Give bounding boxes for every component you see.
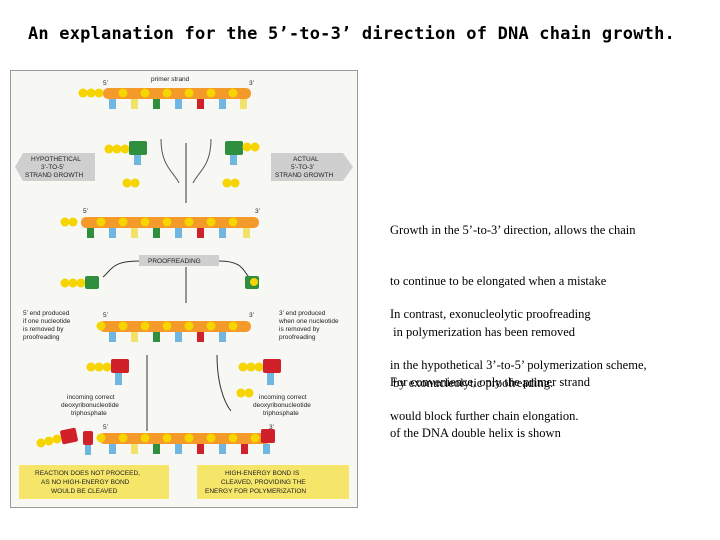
curved-arrow-right-2: [216, 354, 232, 412]
primer-strand-label: primer strand: [151, 76, 190, 83]
phosphate-group: [78, 88, 238, 98]
removed-nucleotides: [60, 276, 259, 289]
curved-arrow-right: [192, 138, 212, 184]
paragraph-line: Growth in the 5’-to-3’ direction, allows…: [390, 223, 636, 237]
paragraph-forward-growth: Growth in the 5’-to-3’ direction, allows…: [390, 188, 636, 409]
actual-label-2: 5’-TO-3’: [291, 164, 315, 171]
primer-strand-middle: 5’ 3’: [60, 208, 261, 238]
three-prime-label-4: 3’: [269, 424, 275, 431]
paragraph-line: In contrast, exonucleolytic proofreading: [390, 307, 591, 321]
blocked-nucleotide: [36, 427, 93, 455]
proofreading-banner: PROOFREADING: [139, 255, 219, 266]
paragraph-line: would block further chain elongation.: [390, 409, 579, 423]
actual-arrow: ACTUAL 5’-TO-3’ STRAND GROWTH: [271, 153, 353, 181]
incoming-left-line: deoxyribonucleotide: [61, 402, 119, 409]
right-note: 3’ end produced when one nucleotide is r…: [278, 310, 339, 341]
actual-label-3: STRAND GROWTH: [275, 172, 333, 179]
left-note-line: proofreading: [23, 334, 60, 341]
right-note-line: when one nucleotide: [278, 318, 339, 325]
incoming-correct-right: incoming correct deoxyribonucleotide tri…: [236, 359, 311, 417]
proofreading-arrow-right: [218, 260, 250, 278]
paragraph-line: to continue to be elongated when a mista…: [390, 274, 607, 288]
proofreading-arrow-left: [102, 260, 140, 278]
paragraph-note: For convenience, only the primer strand …: [390, 340, 590, 459]
hypothetical-label-1: HYPOTHETICAL: [31, 156, 81, 163]
left-note-line: if one nucleotide: [23, 318, 71, 325]
paragraph-line: of the DNA double helix is shown: [390, 426, 561, 440]
box-left-line: AS NO HIGH-ENERGY BOND: [41, 479, 130, 486]
hypothetical-arrow: HYPOTHETICAL 3’-TO-5’ STRAND GROWTH: [15, 153, 95, 181]
right-note-line: is removed by: [279, 326, 320, 333]
base-row: [109, 99, 247, 109]
right-note-line: 3’ end produced: [279, 310, 326, 317]
five-prime-label: 5’: [103, 80, 109, 87]
box-left-line: WOULD BE CLEAVED: [51, 488, 118, 495]
released-pyrophosphate: [122, 178, 240, 188]
box-right-line: HIGH-ENERGY BOND IS: [225, 470, 300, 477]
paragraph-line: by exonucleolytic proofreading.: [390, 376, 554, 390]
paragraph-line: in the hypothetical 3’-to-5’ polymerizat…: [390, 358, 647, 372]
primer-strand-top: primer strand 5’ 3’: [78, 76, 255, 109]
proofreading-label: PROOFREADING: [148, 258, 201, 265]
five-prime-label-3: 5’: [103, 312, 109, 319]
three-prime-label-2: 3’: [255, 208, 261, 215]
result-box-right: HIGH-ENERGY BOND IS CLEAVED, PROVIDING T…: [197, 465, 349, 499]
incoming-correct-left: incoming correct deoxyribonucleotide tri…: [61, 359, 129, 417]
left-note: 5’ end produced if one nucleotide is rem…: [23, 310, 71, 341]
page-title: An explanation for the 5’-to-3’ directio…: [28, 24, 675, 44]
curved-arrow-left: [160, 138, 180, 184]
box-right-line: ENERGY FOR POLYMERIZATION: [205, 488, 306, 495]
hypothetical-label-3: STRAND GROWTH: [25, 172, 83, 179]
paragraph-hypothetical: In contrast, exonucleolytic proofreading…: [390, 272, 647, 442]
primer-strand-after-proofreading: 5’ 3’: [96, 312, 255, 342]
incoming-left-line: incoming correct: [67, 394, 115, 401]
three-prime-label-3: 3’: [249, 312, 255, 319]
actual-label-1: ACTUAL: [293, 156, 319, 163]
incoming-nucleotide-right: [225, 141, 260, 165]
incoming-right-line: deoxyribonucleotide: [253, 402, 311, 409]
three-prime-label: 3’: [249, 80, 255, 87]
box-left-line: REACTION DOES NOT PROCEED,: [35, 470, 140, 477]
dna-growth-figure: primer strand 5’ 3’ HYPOTHET: [10, 70, 358, 508]
incoming-right-line: triphosphate: [263, 410, 299, 417]
paragraph-line: For convenience, only the primer strand: [390, 375, 590, 389]
left-note-line: 5’ end produced: [23, 310, 70, 317]
incoming-nucleotide-left: [104, 141, 147, 165]
hypothetical-label-2: 3’-TO-5’: [41, 164, 65, 171]
incoming-left-line: triphosphate: [71, 410, 107, 417]
incoming-right-line: incoming correct: [259, 394, 307, 401]
result-box-left: REACTION DOES NOT PROCEED, AS NO HIGH-EN…: [19, 465, 169, 499]
paragraph-line: in polymerization has been removed: [390, 325, 576, 339]
five-prime-label-4: 5’: [103, 424, 109, 431]
right-note-line: proofreading: [279, 334, 316, 341]
five-prime-label-2: 5’: [83, 208, 89, 215]
primer-strand-bottom: 5’ 3’: [96, 424, 275, 454]
left-note-line: is removed by: [23, 326, 64, 333]
box-right-line: CLEAVED, PROVIDING THE: [221, 479, 306, 486]
